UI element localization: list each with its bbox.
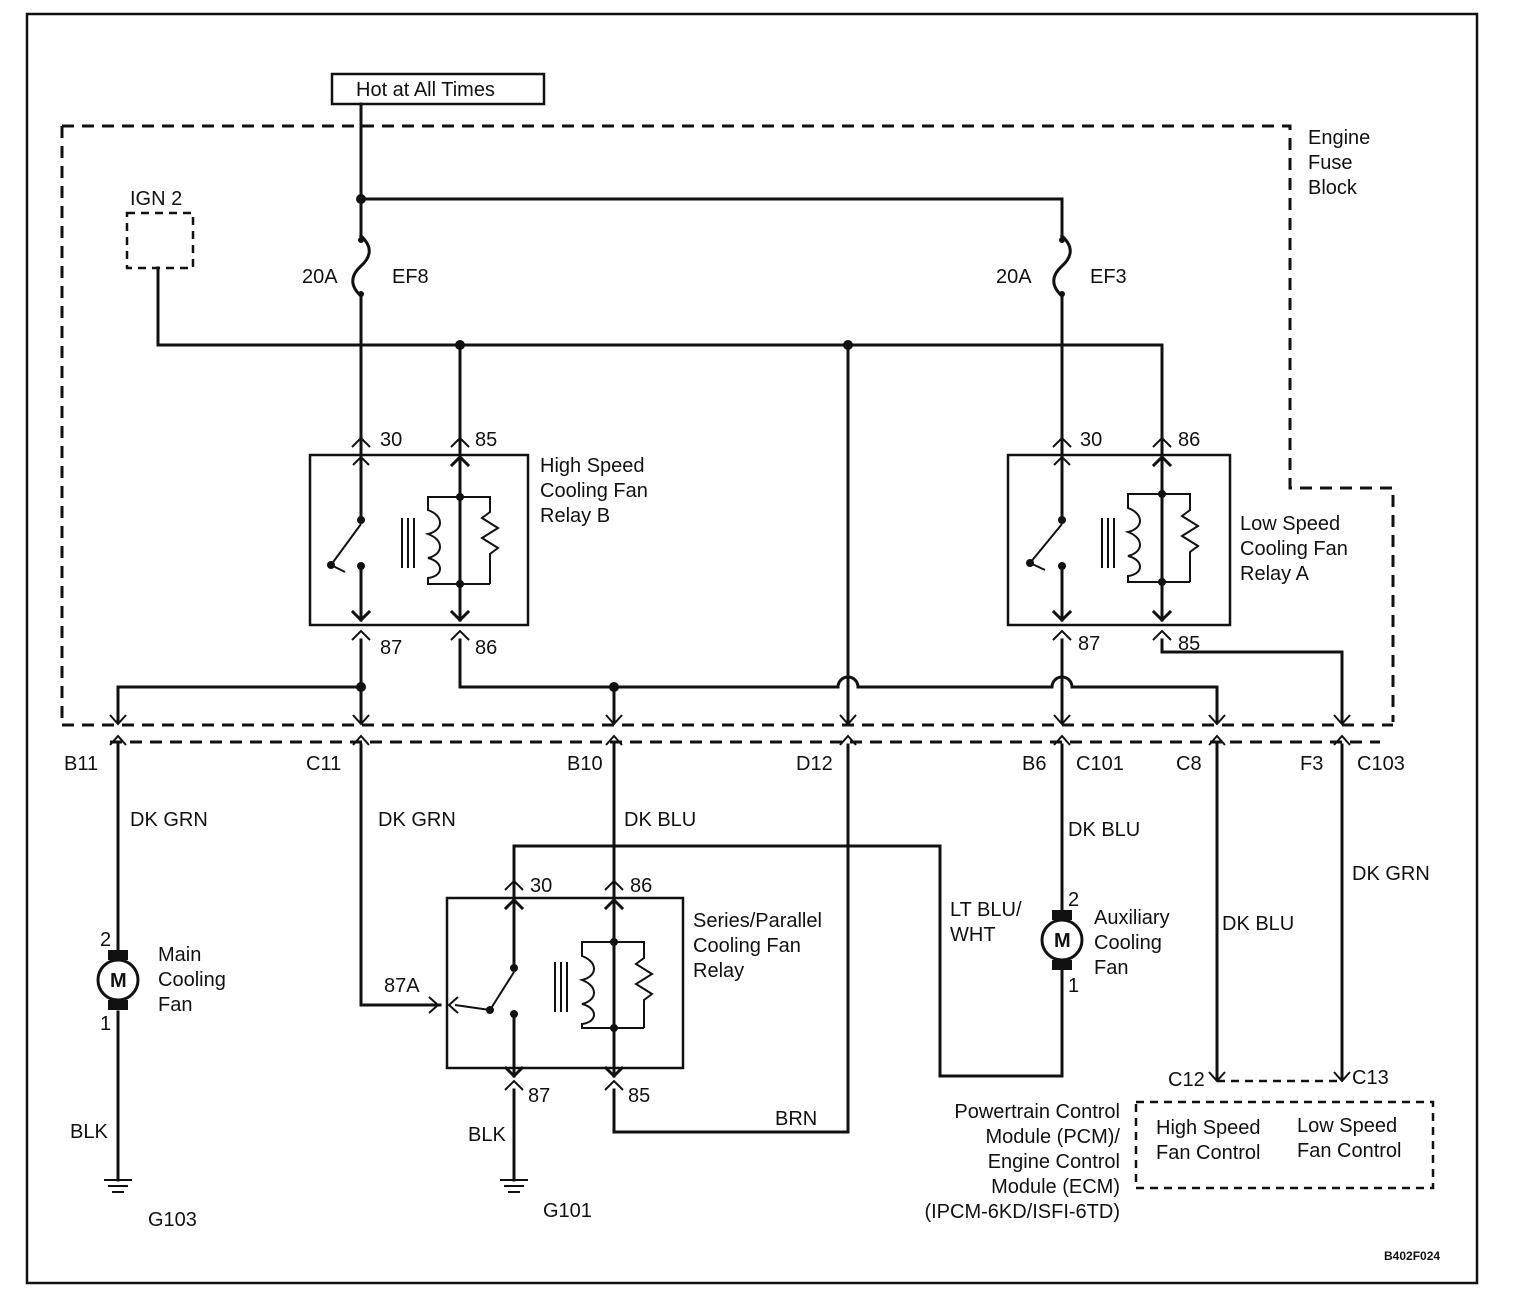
aux-fan-motor: M bbox=[1040, 910, 1084, 970]
relay-b-title-1: High Speed bbox=[540, 455, 645, 477]
relay-b-pin-30: 30 bbox=[380, 429, 402, 451]
wire-dk-blu-2: DK BLU bbox=[1068, 819, 1140, 841]
relay-a-pin-85: 85 bbox=[1178, 633, 1200, 655]
relay-a-title-3: Relay A bbox=[1240, 563, 1310, 585]
conn-f3: F3 bbox=[1300, 753, 1323, 775]
main-fan-pin-2: 2 bbox=[100, 929, 111, 951]
relay-a-title-2: Cooling Fan bbox=[1240, 538, 1348, 560]
ign2-label: IGN 2 bbox=[130, 188, 182, 210]
conn-c101: C101 bbox=[1076, 753, 1124, 775]
conn-b6: B6 bbox=[1022, 753, 1046, 775]
series-parallel-relay bbox=[428, 844, 1064, 1091]
pcm-high-speed-1: High Speed bbox=[1156, 1117, 1261, 1139]
main-fan-motor: M bbox=[96, 950, 140, 1010]
relay-sp-title-3: Relay bbox=[693, 960, 744, 982]
wire-lt-blu-wht-2: WHT bbox=[950, 924, 996, 946]
ground-g103-icon bbox=[104, 1179, 132, 1193]
wire-dk-grn-1: DK GRN bbox=[130, 809, 208, 831]
low-speed-relay-a bbox=[1006, 430, 1232, 641]
relay-sp-pin-30: 30 bbox=[530, 875, 552, 897]
relay-sp-title-2: Cooling Fan bbox=[693, 935, 801, 957]
wire-blk-2: BLK bbox=[468, 1124, 506, 1146]
ef3-name: EF3 bbox=[1090, 266, 1127, 288]
wire-blk-1: BLK bbox=[70, 1121, 108, 1143]
ground-g101: G101 bbox=[543, 1200, 592, 1222]
ign2-box bbox=[125, 211, 195, 270]
ef8-rating: 20A bbox=[302, 266, 338, 288]
pcm-low-speed-2: Fan Control bbox=[1297, 1140, 1402, 1162]
aux-fan-label-1: Auxiliary bbox=[1094, 907, 1170, 929]
relay-a-pin-86: 86 bbox=[1178, 429, 1200, 451]
relay-sp-pin-87a: 87A bbox=[384, 975, 420, 997]
ef3-fuse bbox=[1052, 233, 1072, 299]
relay-sp-pin-85: 85 bbox=[628, 1085, 650, 1107]
conn-d12: D12 bbox=[796, 753, 833, 775]
figure-code: B402F024 bbox=[1384, 1249, 1440, 1263]
main-fan-label-1: Main bbox=[158, 944, 201, 966]
relay-sp-title-1: Series/Parallel bbox=[693, 910, 822, 932]
relay-b-pin-86: 86 bbox=[475, 637, 497, 659]
wire-lt-blu-wht-1: LT BLU/ bbox=[950, 899, 1022, 921]
conn-c103: C103 bbox=[1357, 753, 1405, 775]
relay-b-pin-87: 87 bbox=[380, 637, 402, 659]
ground-g103: G103 bbox=[148, 1209, 197, 1231]
relay-sp-pin-86: 86 bbox=[630, 875, 652, 897]
fuse-block-label-2: Fuse bbox=[1308, 152, 1352, 174]
main-fan-pin-1: 1 bbox=[100, 1013, 111, 1035]
main-fan-label-3: Fan bbox=[158, 994, 192, 1016]
pcm-label-2: Module (PCM)/ bbox=[986, 1126, 1121, 1148]
wire-dk-blu-3: DK BLU bbox=[1222, 913, 1294, 935]
aux-fan-pin-2: 2 bbox=[1068, 889, 1079, 911]
relay-sp-pin-87: 87 bbox=[528, 1085, 550, 1107]
ef8-fuse bbox=[351, 233, 371, 299]
main-fan-label-2: Cooling bbox=[158, 969, 226, 991]
fuse-block-label-3: Block bbox=[1308, 177, 1358, 199]
relay-a-title-1: Low Speed bbox=[1240, 513, 1340, 535]
conn-c13: C13 bbox=[1352, 1067, 1389, 1089]
relay-a-pin-30: 30 bbox=[1080, 429, 1102, 451]
ign2-bus bbox=[156, 266, 1164, 434]
conn-c8: C8 bbox=[1176, 753, 1202, 775]
high-speed-relay-b bbox=[308, 436, 530, 641]
pcm-label-5: (IPCM-6KD/ISFI-6TD) bbox=[924, 1201, 1120, 1223]
connector-arrows bbox=[109, 714, 1351, 746]
aux-fan-label-2: Cooling bbox=[1094, 932, 1162, 954]
conn-b11: B11 bbox=[64, 753, 98, 775]
svg-text:M: M bbox=[1054, 930, 1071, 952]
conn-c11: C11 bbox=[306, 753, 341, 775]
ground-g101-icon bbox=[500, 1179, 528, 1193]
lt-blu-wht-wire bbox=[512, 844, 1064, 1078]
pcm-box bbox=[1134, 1100, 1435, 1190]
svg-text:M: M bbox=[110, 970, 127, 992]
relay-b-title-2: Cooling Fan bbox=[540, 480, 648, 502]
pcm-low-speed-1: Low Speed bbox=[1297, 1115, 1397, 1137]
aux-fan-label-3: Fan bbox=[1094, 957, 1128, 979]
relay-b-pin-85: 85 bbox=[475, 429, 497, 451]
pcm-label-4: Module (ECM) bbox=[991, 1176, 1120, 1198]
pcm-label-3: Engine Control bbox=[988, 1151, 1120, 1173]
ef8-name: EF8 bbox=[392, 266, 429, 288]
ef3-rating: 20A bbox=[996, 266, 1032, 288]
pcm-high-speed-2: Fan Control bbox=[1156, 1142, 1261, 1164]
outer-frame bbox=[25, 12, 1479, 1285]
conn-b10: B10 bbox=[567, 753, 603, 775]
wire-dk-grn-2: DK GRN bbox=[378, 809, 456, 831]
wire-dk-blu-1: DK BLU bbox=[624, 809, 696, 831]
hot-at-all-times-label: Hot at All Times bbox=[356, 79, 495, 101]
relay-b-title-3: Relay B bbox=[540, 505, 610, 527]
hot-at-all-times-box bbox=[330, 72, 546, 106]
aux-fan-pin-1: 1 bbox=[1068, 975, 1079, 997]
pcm-label-1: Powertrain Control bbox=[954, 1101, 1120, 1123]
relay-a-pin-87: 87 bbox=[1078, 633, 1100, 655]
wire-dk-grn-3: DK GRN bbox=[1352, 863, 1430, 885]
wire-brn: BRN bbox=[775, 1108, 817, 1130]
conn-c12: C12 bbox=[1168, 1069, 1205, 1091]
fuse-block-label-1: Engine bbox=[1308, 127, 1370, 149]
fuse-block-outline bbox=[62, 124, 1395, 722]
